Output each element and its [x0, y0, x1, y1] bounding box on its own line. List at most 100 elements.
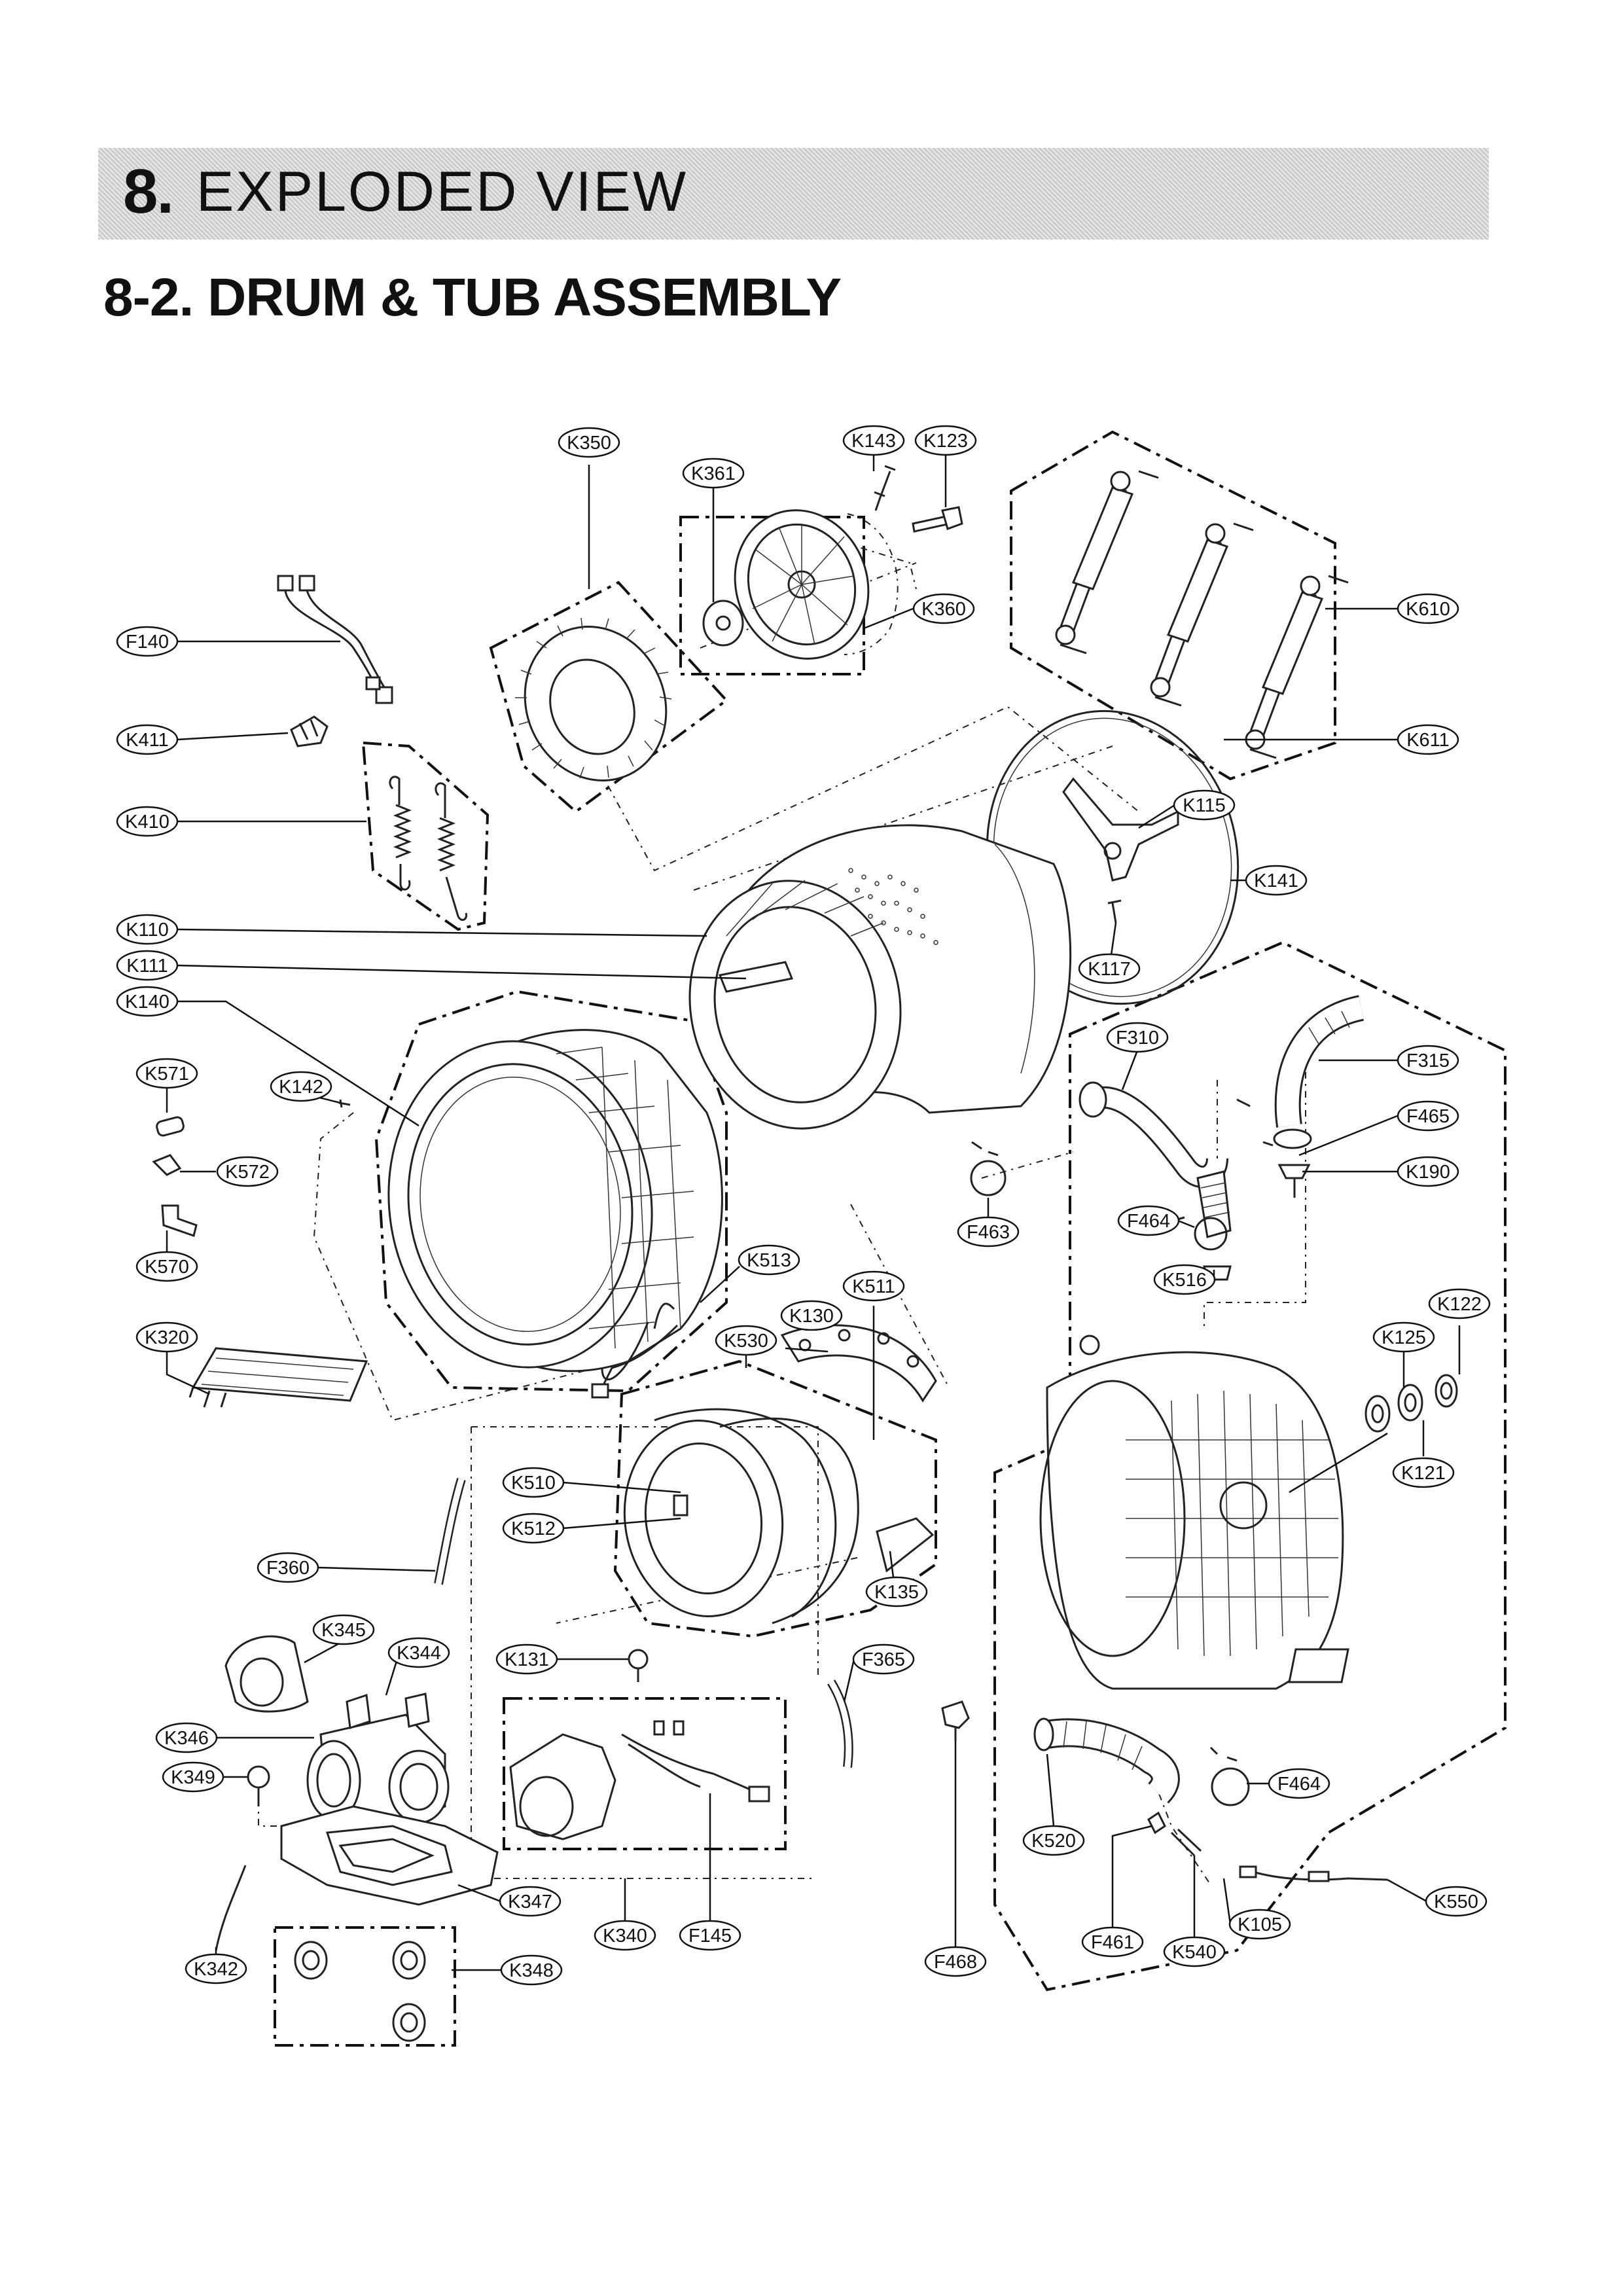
callout-k345[interactable]: K345 [312, 1614, 375, 1645]
callout-k550[interactable]: K550 [1425, 1886, 1488, 1917]
svg-text:K345: K345 [321, 1620, 366, 1641]
callout-k122[interactable]: K122 [1428, 1288, 1491, 1319]
callout-k349[interactable]: K349 [162, 1761, 224, 1793]
callout-k530[interactable]: K530 [715, 1325, 777, 1356]
callout-f464-upper[interactable]: F464 [1117, 1205, 1180, 1236]
callout-k131[interactable]: K131 [495, 1643, 558, 1675]
callout-f365[interactable]: F365 [852, 1643, 915, 1675]
callout-k117[interactable]: K117 [1078, 953, 1141, 984]
callout-k572[interactable]: K572 [216, 1156, 279, 1187]
svg-text:K130: K130 [789, 1306, 834, 1327]
svg-text:K540: K540 [1172, 1942, 1217, 1963]
svg-text:K411: K411 [126, 730, 169, 751]
rear-tub-drawing [1039, 1335, 1349, 1690]
callout-f145[interactable]: F145 [679, 1920, 741, 1951]
callout-k516[interactable]: K516 [1153, 1264, 1216, 1295]
callout-k125[interactable]: K125 [1372, 1321, 1435, 1353]
callout-f461[interactable]: F461 [1081, 1926, 1144, 1958]
fasteners-top-drawing [874, 465, 963, 533]
callout-k411[interactable]: K411 [116, 724, 179, 755]
callout-f463[interactable]: F463 [957, 1216, 1020, 1247]
callout-k510[interactable]: K510 [502, 1467, 565, 1498]
callout-k571[interactable]: K571 [135, 1058, 198, 1089]
svg-text:K131: K131 [505, 1649, 549, 1670]
svg-text:K143: K143 [851, 431, 896, 452]
pump-motor-drawing [509, 1720, 770, 1840]
svg-text:K347: K347 [508, 1892, 552, 1912]
svg-text:K516: K516 [1162, 1270, 1207, 1291]
svg-text:K121: K121 [1401, 1463, 1446, 1484]
tub-rear-group-outline [993, 941, 1507, 1992]
svg-text:K110: K110 [126, 920, 169, 941]
svg-text:F468: F468 [934, 1952, 977, 1973]
svg-text:K190: K190 [1406, 1162, 1450, 1183]
ref-line-12 [981, 1151, 1074, 1179]
callout-f465[interactable]: F465 [1397, 1100, 1459, 1132]
callout-k143[interactable]: K143 [842, 425, 905, 456]
front-tub-drawing [387, 1029, 723, 1381]
svg-text:K530: K530 [724, 1331, 768, 1352]
svg-text:F463: F463 [967, 1222, 1010, 1243]
callout-f310[interactable]: F310 [1106, 1022, 1169, 1053]
callout-k410[interactable]: K410 [116, 806, 179, 837]
svg-text:F310: F310 [1116, 1028, 1159, 1049]
callout-k135[interactable]: K135 [865, 1576, 928, 1607]
svg-text:K344: K344 [397, 1643, 441, 1664]
callout-k512[interactable]: K512 [502, 1513, 565, 1544]
callout-k350[interactable]: K350 [558, 427, 620, 458]
spring-group-outline [361, 741, 490, 931]
svg-text:F360: F360 [266, 1558, 310, 1579]
svg-text:K610: K610 [1406, 599, 1450, 620]
callout-k121[interactable]: K121 [1392, 1457, 1455, 1488]
svg-text:F465: F465 [1406, 1106, 1450, 1127]
callout-k570[interactable]: K570 [135, 1251, 198, 1282]
callout-k140[interactable]: K140 [116, 986, 179, 1017]
damper-group-outline [1010, 430, 1336, 781]
section-number: 8. [123, 156, 174, 226]
stator-drawing [515, 617, 672, 781]
svg-text:K570: K570 [145, 1257, 189, 1278]
filter-cap-group-outline [274, 1926, 456, 2047]
callout-f315[interactable]: F315 [1397, 1045, 1459, 1076]
callout-k610[interactable]: K610 [1397, 593, 1459, 624]
callout-k348[interactable]: K348 [500, 1954, 563, 1986]
svg-text:K513: K513 [747, 1250, 791, 1271]
callout-k340[interactable]: K340 [594, 1920, 656, 1951]
svg-text:K135: K135 [874, 1582, 919, 1603]
pump-drawing [215, 1635, 499, 2042]
callout-f468[interactable]: F468 [924, 1946, 987, 1977]
callout-k111[interactable]: K111 [116, 950, 179, 981]
callout-k347[interactable]: K347 [499, 1886, 562, 1917]
callout-k105[interactable]: K105 [1228, 1909, 1291, 1940]
callout-f464-lower[interactable]: F464 [1268, 1768, 1330, 1799]
callout-k190[interactable]: K190 [1397, 1156, 1459, 1187]
callout-k130[interactable]: K130 [780, 1300, 843, 1331]
callout-k361[interactable]: K361 [682, 457, 745, 489]
svg-text:K123: K123 [923, 431, 968, 452]
callout-f140[interactable]: F140 [116, 626, 179, 657]
svg-text:K105: K105 [1238, 1914, 1282, 1935]
callout-k342[interactable]: K342 [185, 1953, 247, 1984]
callout-k115[interactable]: K115 [1173, 789, 1236, 821]
svg-text:K140: K140 [125, 992, 169, 1013]
callout-k611[interactable]: K611 [1397, 724, 1459, 755]
callout-k344[interactable]: K344 [387, 1637, 450, 1668]
callout-f360[interactable]: F360 [257, 1552, 319, 1583]
callout-k320[interactable]: K320 [135, 1321, 198, 1353]
callout-k346[interactable]: K346 [155, 1722, 218, 1753]
svg-text:K520: K520 [1031, 1831, 1076, 1852]
callout-k110[interactable]: K110 [116, 914, 179, 945]
callout-k123[interactable]: K123 [914, 425, 977, 456]
svg-text:K550: K550 [1434, 1892, 1478, 1912]
dampers-drawing [1055, 470, 1349, 759]
callout-k520[interactable]: K520 [1022, 1825, 1085, 1856]
callout-k141[interactable]: K141 [1245, 865, 1308, 896]
svg-text:K410: K410 [125, 812, 169, 833]
callout-k360[interactable]: K360 [912, 593, 975, 624]
callout-k142[interactable]: K142 [270, 1071, 332, 1102]
callout-k540[interactable]: K540 [1163, 1936, 1226, 1967]
svg-text:K511: K511 [852, 1276, 895, 1297]
callout-k513[interactable]: K513 [738, 1244, 800, 1276]
callout-k511[interactable]: K511 [842, 1270, 905, 1302]
